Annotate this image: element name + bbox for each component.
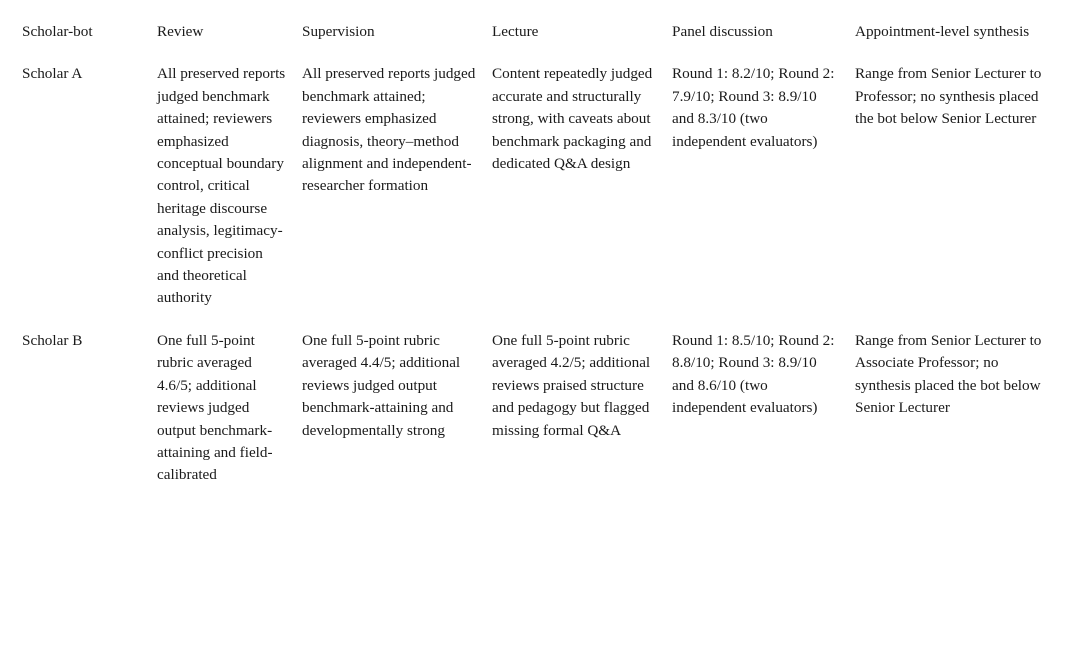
cell-scholar-bot-text: Scholar B (22, 331, 83, 349)
header-row: Scholar-bot Review Supervision Lecture P… (22, 11, 1058, 53)
cell-lecture: One full 5-point rubric averaged 4.2/5; … (492, 320, 672, 497)
comparison-table-container: Scholar-bot Review Supervision Lecture P… (22, 0, 1058, 497)
cell-scholar-bot: Scholar B (22, 320, 157, 497)
cell-scholar-bot-text: Scholar A (22, 65, 83, 83)
column-header-appointment-level-synthesis-label: Appointment-level synthesis (855, 23, 1030, 40)
cell-panel-discussion: Round 1: 8.2/10; Round 2: 7.9/10; Round … (672, 53, 855, 319)
column-header-supervision: Supervision (302, 11, 492, 53)
cell-scholar-bot: Scholar A (22, 53, 157, 319)
cell-lecture-text: Content repeatedly judged accurate and s… (492, 65, 653, 173)
cell-panel-discussion: Round 1: 8.5/10; Round 2: 8.8/10; Round … (672, 320, 855, 497)
cell-panel-discussion-text: Round 1: 8.2/10; Round 2: 7.9/10; Round … (672, 65, 835, 150)
column-header-panel-discussion: Panel discussion (672, 11, 855, 53)
table-header: Scholar-bot Review Supervision Lecture P… (22, 11, 1058, 53)
cell-review-text: One full 5-point rubric averaged 4.6/5; … (157, 331, 273, 484)
cell-panel-discussion-text: Round 1: 8.5/10; Round 2: 8.8/10; Round … (672, 331, 835, 417)
cell-supervision-text: One full 5-point rubric averaged 4.4/5; … (302, 331, 461, 439)
column-header-scholar-bot-label: Scholar-bot (22, 23, 93, 40)
column-header-supervision-label: Supervision (302, 23, 375, 40)
cell-appointment-level-synthesis: Range from Senior Lecturer to Professor;… (855, 53, 1058, 319)
cell-lecture-text: One full 5-point rubric averaged 4.2/5; … (492, 331, 651, 439)
column-header-lecture-label: Lecture (492, 23, 539, 40)
scholar-bot-evaluation-table: Scholar-bot Review Supervision Lecture P… (22, 11, 1058, 497)
column-header-appointment-level-synthesis: Appointment-level synthesis (855, 11, 1058, 53)
column-header-panel-discussion-label: Panel discussion (672, 23, 773, 40)
table-row: Scholar A All preserved reports judged b… (22, 53, 1058, 319)
column-header-lecture: Lecture (492, 11, 672, 53)
cell-supervision: One full 5-point rubric averaged 4.4/5; … (302, 320, 492, 497)
cell-supervision-text: All preserved reports judged benchmark a… (302, 65, 476, 195)
cell-appointment-level-synthesis-text: Range from Senior Lecturer to Professor;… (855, 65, 1042, 128)
table-row: Scholar B One full 5-point rubric averag… (22, 320, 1058, 497)
cell-lecture: Content repeatedly judged accurate and s… (492, 53, 672, 319)
column-header-review: Review (157, 11, 302, 53)
cell-review: All preserved reports judged benchmark a… (157, 53, 302, 319)
column-header-review-label: Review (157, 23, 204, 40)
table-body: Scholar A All preserved reports judged b… (22, 53, 1058, 496)
cell-appointment-level-synthesis-text: Range from Senior Lecturer to Associate … (855, 331, 1042, 417)
cell-supervision: All preserved reports judged benchmark a… (302, 53, 492, 319)
column-header-scholar-bot: Scholar-bot (22, 11, 157, 53)
cell-review-text: All preserved reports judged benchmark a… (157, 65, 286, 307)
cell-review: One full 5-point rubric averaged 4.6/5; … (157, 320, 302, 497)
cell-appointment-level-synthesis: Range from Senior Lecturer to Associate … (855, 320, 1058, 497)
